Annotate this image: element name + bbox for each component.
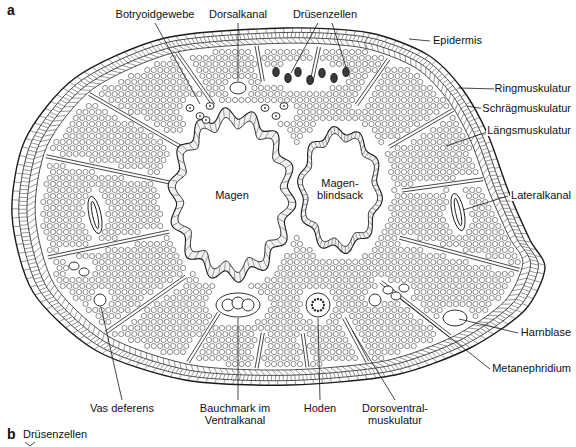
figure: aBotryoidgewebeDorsalkanalDrüsenzellenEp… [0,0,576,447]
